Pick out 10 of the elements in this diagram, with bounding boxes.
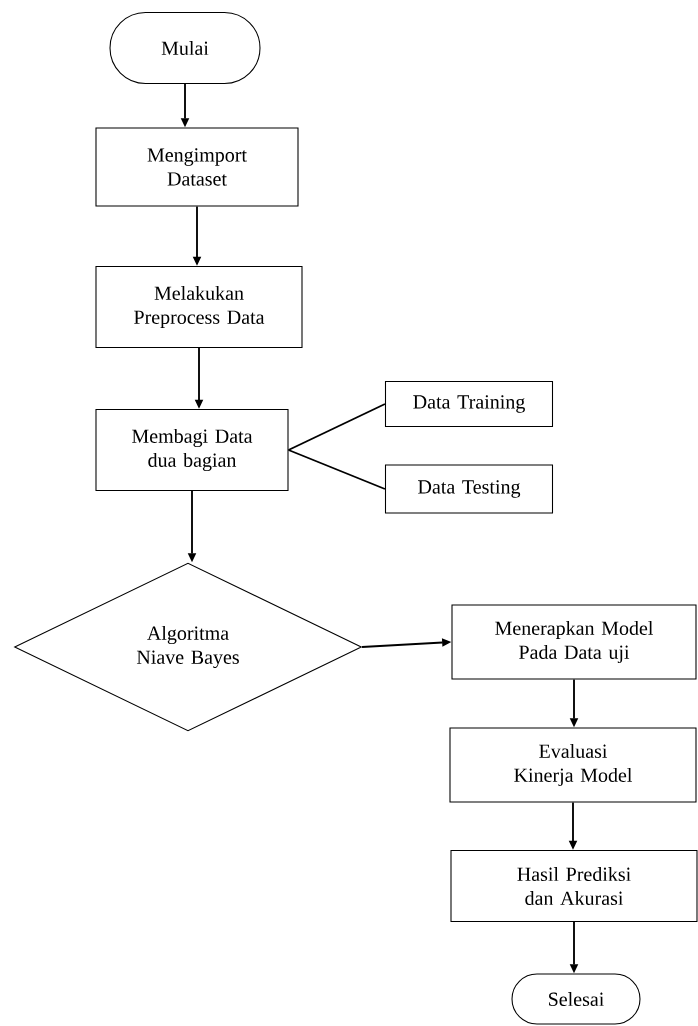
process-box: Menerapkan Model Pada Data uji bbox=[451, 604, 697, 680]
process-box: Mengimport Dataset bbox=[95, 127, 299, 207]
process-box: Data Testing bbox=[384, 464, 554, 514]
process-box: Membagi Data dua bagian bbox=[95, 408, 289, 492]
connector-line bbox=[287, 403, 386, 451]
connector-line bbox=[287, 449, 386, 490]
process-box: Melakukan Preprocess Data bbox=[95, 265, 303, 349]
process-box: Data Training bbox=[384, 380, 554, 428]
process-box: Hasil Prediksi dan Akurasi bbox=[450, 849, 698, 923]
process-box: Evaluasi Kinerja Model bbox=[449, 727, 697, 803]
